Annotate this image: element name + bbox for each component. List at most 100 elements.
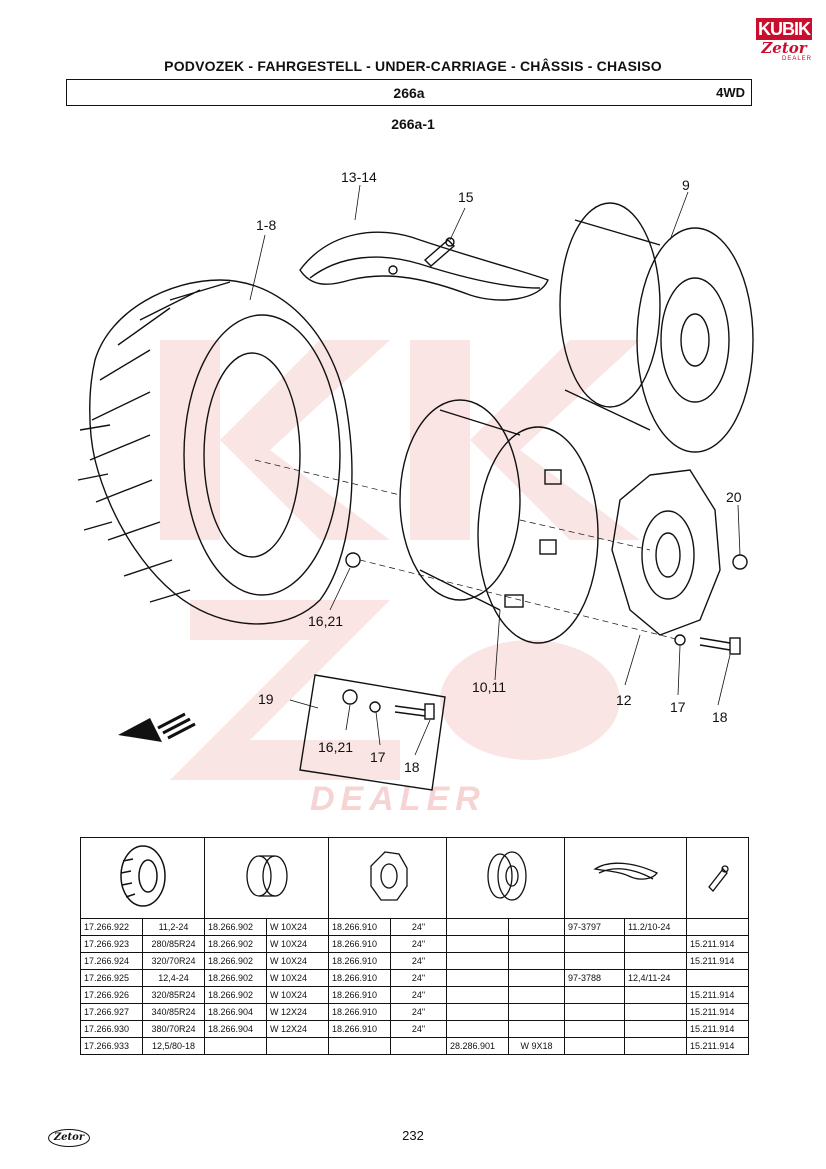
table-cell bbox=[446, 986, 509, 1004]
valve-thumbnail-cell bbox=[686, 837, 749, 919]
table-cell: 12,4/11-24 bbox=[624, 969, 687, 987]
table-cell: 15.211.914 bbox=[686, 935, 749, 953]
table-cell bbox=[508, 1003, 565, 1021]
wheel-rim-complete-drawing bbox=[559, 202, 754, 453]
callout-15: 15 bbox=[458, 189, 474, 205]
table-cell bbox=[624, 935, 687, 953]
table-cell bbox=[624, 1037, 687, 1055]
callout-10-11: 10,11 bbox=[472, 679, 506, 695]
table-cell: 24" bbox=[390, 986, 447, 1004]
table-cell: 17.266.927 bbox=[80, 1003, 143, 1021]
table-cell: 18.266.910 bbox=[328, 935, 391, 953]
table-cell bbox=[446, 918, 509, 936]
callout-18-top: 18 bbox=[712, 709, 728, 725]
table-cell: 18.266.910 bbox=[328, 1020, 391, 1038]
table-cell bbox=[446, 1020, 509, 1038]
callout-19: 19 bbox=[258, 691, 274, 707]
table-cell bbox=[446, 969, 509, 987]
table-cell: 17.266.923 bbox=[80, 935, 143, 953]
rim-thumbnail-icon bbox=[245, 854, 288, 897]
valve-thumbnail-icon bbox=[707, 864, 729, 892]
table-cell: 17.266.925 bbox=[80, 969, 143, 987]
table-cell: 24" bbox=[390, 969, 447, 987]
table-cell: 12,4-24 bbox=[142, 969, 205, 987]
direction-arrow-icon bbox=[118, 712, 196, 742]
table-cell bbox=[508, 969, 565, 987]
callout-12: 12 bbox=[616, 692, 632, 708]
table-cell: 18.266.902 bbox=[204, 986, 267, 1004]
table-cell: 17.266.930 bbox=[80, 1020, 143, 1038]
table-cell: 18.266.910 bbox=[328, 918, 391, 936]
callout-9: 9 bbox=[682, 177, 690, 193]
disc-thumbnail-icon bbox=[369, 850, 408, 901]
logo-zetor-text: Zetor bbox=[761, 39, 807, 57]
table-cell: 320/85R24 bbox=[142, 986, 205, 1004]
callout-17-top: 17 bbox=[670, 699, 686, 715]
table-cell: 18.266.902 bbox=[204, 935, 267, 953]
table-cell bbox=[446, 1003, 509, 1021]
table-cell: 97-3788 bbox=[564, 969, 625, 987]
table-cell bbox=[266, 1037, 329, 1055]
table-cell bbox=[508, 918, 565, 936]
page-number: 232 bbox=[402, 1128, 424, 1143]
table-cell: 18.266.904 bbox=[204, 1003, 267, 1021]
callout-18-kit: 18 bbox=[404, 759, 420, 775]
callout-16-21-top: 16,21 bbox=[308, 613, 343, 629]
table-cell bbox=[508, 935, 565, 953]
table-cell: 15.211.914 bbox=[686, 952, 749, 970]
table-cell: W 12X24 bbox=[266, 1020, 329, 1038]
table-cell: 15.211.914 bbox=[686, 1003, 749, 1021]
table-cell bbox=[328, 1037, 391, 1055]
table-cell: 11,2-24 bbox=[142, 918, 205, 936]
table-cell bbox=[446, 935, 509, 953]
fasteners-drawing bbox=[345, 552, 748, 655]
table-cell: 18.266.902 bbox=[204, 969, 267, 987]
logo-kubik-text: KUBIK bbox=[756, 18, 812, 40]
table-cell bbox=[686, 969, 749, 987]
table-cell: 18.266.910 bbox=[328, 952, 391, 970]
table-image-row bbox=[80, 837, 749, 919]
table-cell: W 9X18 bbox=[508, 1037, 565, 1055]
table-cell: 24" bbox=[390, 1003, 447, 1021]
callout-20: 20 bbox=[726, 489, 742, 505]
table-cell bbox=[508, 986, 565, 1004]
table-cell bbox=[686, 918, 749, 936]
callout-17-kit: 17 bbox=[370, 749, 386, 765]
table-cell: W 12X24 bbox=[266, 1003, 329, 1021]
table-cell bbox=[564, 935, 625, 953]
table-cell: 18.266.910 bbox=[328, 1003, 391, 1021]
table-cell bbox=[390, 1037, 447, 1055]
table-cell: 11.2/10-24 bbox=[624, 918, 687, 936]
callout-16-21-kit: 16,21 bbox=[318, 739, 353, 755]
footer-zetor-logo: Zetor bbox=[48, 1129, 90, 1147]
tyre-drawing bbox=[77, 279, 353, 625]
table-cell bbox=[508, 1020, 565, 1038]
table-cell: 17.266.924 bbox=[80, 952, 143, 970]
table-cell bbox=[508, 952, 565, 970]
table-cell: 18.266.902 bbox=[204, 918, 267, 936]
wheel-thumbnail-cell bbox=[446, 837, 565, 919]
rim-thumbnail-cell bbox=[204, 837, 329, 919]
tyre-thumbnail-cell bbox=[80, 837, 205, 919]
table-cell bbox=[564, 986, 625, 1004]
table-cell: 380/70R24 bbox=[142, 1020, 205, 1038]
kubik-zetor-logo: KUBIK Zetor DEALER bbox=[756, 18, 812, 64]
table-cell: 28.286.901 bbox=[446, 1037, 509, 1055]
table-cell: 24" bbox=[390, 1020, 447, 1038]
table-cell bbox=[564, 1037, 625, 1055]
table-cell bbox=[624, 952, 687, 970]
callout-13-14: 13-14 bbox=[341, 169, 377, 185]
table-cell: 17.266.922 bbox=[80, 918, 143, 936]
inner-tube-drawing bbox=[299, 231, 549, 301]
table-cell: W 10X24 bbox=[266, 986, 329, 1004]
table-cell: 24" bbox=[390, 935, 447, 953]
fastener-kit-sheet bbox=[299, 674, 446, 791]
table-cell: 320/70R24 bbox=[142, 952, 205, 970]
table-cell bbox=[204, 1037, 267, 1055]
